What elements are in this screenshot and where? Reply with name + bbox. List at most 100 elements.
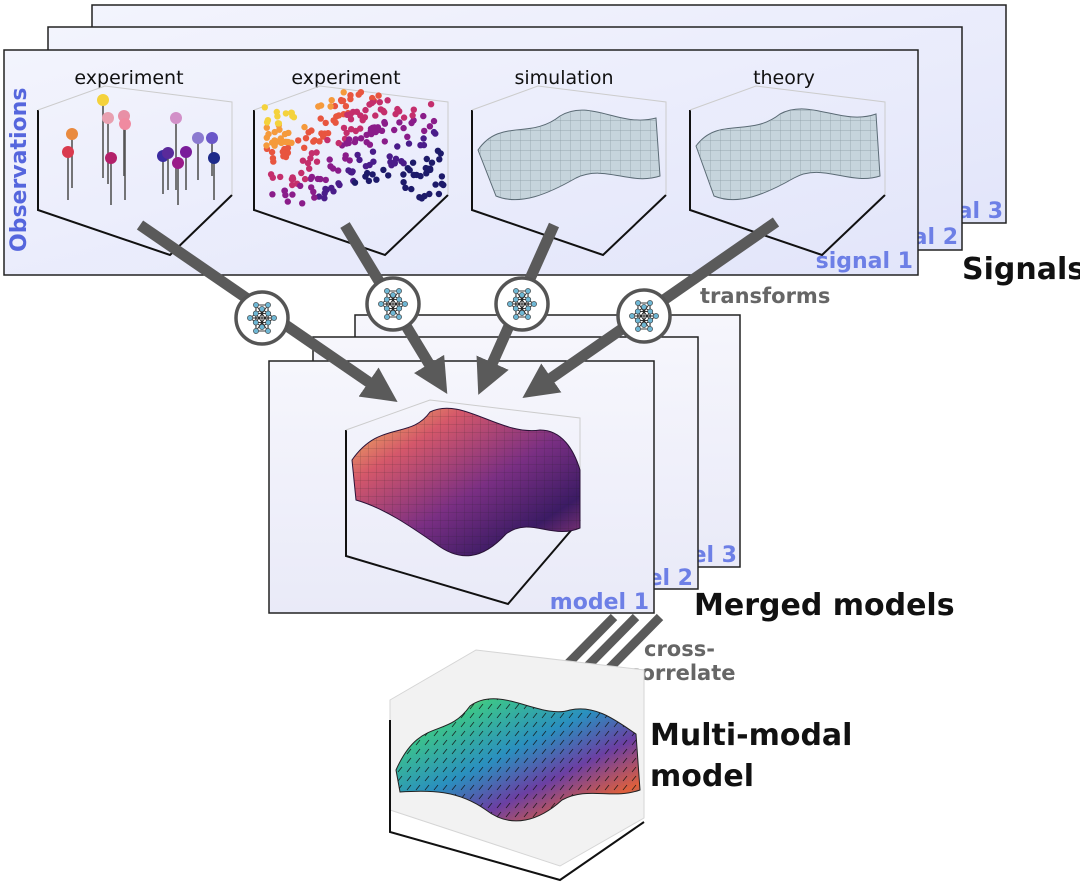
- scatter-point: [417, 142, 424, 149]
- scatter-point: [313, 158, 321, 165]
- scatter-point: [420, 135, 427, 142]
- scatter-point: [381, 138, 388, 145]
- scatter-point: [404, 133, 411, 140]
- scatter-point: [335, 139, 342, 147]
- network-icon-2: [365, 276, 421, 332]
- scatter-point: [430, 128, 438, 136]
- scatter-point: [409, 112, 416, 119]
- scatter-point: [265, 130, 272, 138]
- scatter-point: [410, 106, 417, 113]
- scatter-point: [351, 179, 359, 186]
- scatter-point: [362, 106, 369, 114]
- scatter-point: [427, 101, 435, 108]
- scatter-point: [268, 148, 276, 156]
- scatter-point: [338, 97, 345, 105]
- scatter-point: [362, 173, 369, 180]
- scatter-point: [285, 129, 292, 137]
- scatter-point: [299, 200, 306, 207]
- scatter-point: [400, 124, 407, 132]
- network-icon-4: [616, 288, 672, 344]
- scatter-point: [263, 124, 270, 131]
- scatter-point: [373, 176, 380, 183]
- scatter-point: [440, 181, 447, 189]
- network-icon-1: [234, 290, 290, 346]
- scatter-point: [263, 119, 271, 126]
- scatter-point: [335, 112, 343, 119]
- scatter-point: [381, 109, 388, 116]
- scatter-point: [280, 153, 287, 160]
- scatter-point: [314, 175, 321, 183]
- signal-layer-1-label: signal 1: [816, 249, 913, 274]
- scatter-point: [352, 136, 359, 143]
- scatter-point: [321, 195, 328, 202]
- scatter-point: [408, 185, 415, 193]
- scatter-point: [365, 177, 373, 185]
- scatter-point: [405, 140, 413, 147]
- scatter-point: [324, 136, 331, 144]
- scatter-point: [307, 155, 314, 162]
- scatter-point: [416, 194, 423, 201]
- scatter-point: [271, 128, 278, 136]
- scatter-point: [354, 151, 361, 159]
- scatter-point: [313, 149, 320, 156]
- scatter-point: [271, 137, 278, 144]
- scatter-point: [366, 141, 374, 148]
- scatter-point: [376, 99, 383, 106]
- scatter-point: [353, 108, 361, 116]
- scatter-point: [436, 156, 443, 163]
- scatter-point: [355, 91, 362, 98]
- scatter-point: [344, 111, 351, 119]
- scatter-point: [404, 165, 411, 172]
- multimodal-plot: [389, 649, 645, 882]
- scatter-point: [308, 150, 316, 157]
- multimodal-title-line-1: Multi-modal: [650, 718, 852, 753]
- cross-correlate-label-1: cross-: [644, 637, 715, 661]
- scatter-point: [426, 123, 434, 130]
- scatter-point: [381, 120, 389, 127]
- scatter-point: [330, 117, 337, 124]
- scatter-point: [430, 117, 438, 125]
- scatter-point: [396, 108, 403, 115]
- scatter-point: [398, 158, 405, 165]
- column-label-experiment-1: experiment: [74, 67, 183, 89]
- scatter-point: [289, 174, 296, 181]
- scatter-point: [356, 156, 363, 164]
- axes-experiment-2: [253, 85, 449, 257]
- scatter-point: [276, 126, 283, 133]
- scatter-point: [301, 144, 308, 151]
- scatter-point: [384, 97, 391, 104]
- scatter-point: [396, 119, 403, 126]
- scatter-point: [391, 159, 398, 166]
- scatter-point: [311, 137, 318, 144]
- scatter-point: [342, 103, 350, 110]
- scatter-point: [322, 176, 329, 184]
- scatter-point: [357, 135, 365, 142]
- scatter-point: [277, 173, 284, 181]
- model-layer-1-label: model 1: [550, 590, 649, 615]
- scatter-point: [308, 173, 316, 181]
- scatter-point: [375, 126, 382, 134]
- scatter-point: [409, 159, 417, 166]
- scatter-point: [366, 161, 373, 169]
- scatter-point: [322, 119, 329, 127]
- scatter-point: [301, 175, 309, 183]
- signals-title: Signals: [962, 252, 1080, 287]
- model-layer-1: model 1: [268, 360, 655, 615]
- scatter-point: [352, 127, 359, 135]
- scatter-point: [428, 159, 436, 166]
- scatter-point: [289, 191, 296, 198]
- transform-nodes: [234, 276, 672, 346]
- scatter-point: [282, 110, 290, 117]
- scatter-point: [394, 143, 401, 150]
- scatter-point: [421, 127, 428, 135]
- scatter-point: [335, 167, 342, 174]
- scatter-point: [318, 130, 325, 137]
- merged-surface: [351, 407, 581, 557]
- signal-layer-1: signal 1 Observations experiment experim…: [3, 49, 919, 276]
- scatter-point: [400, 171, 407, 178]
- scatter-point: [330, 188, 337, 195]
- scatter-point: [368, 99, 376, 107]
- scatter-point: [385, 172, 392, 179]
- scatter-point: [369, 94, 376, 102]
